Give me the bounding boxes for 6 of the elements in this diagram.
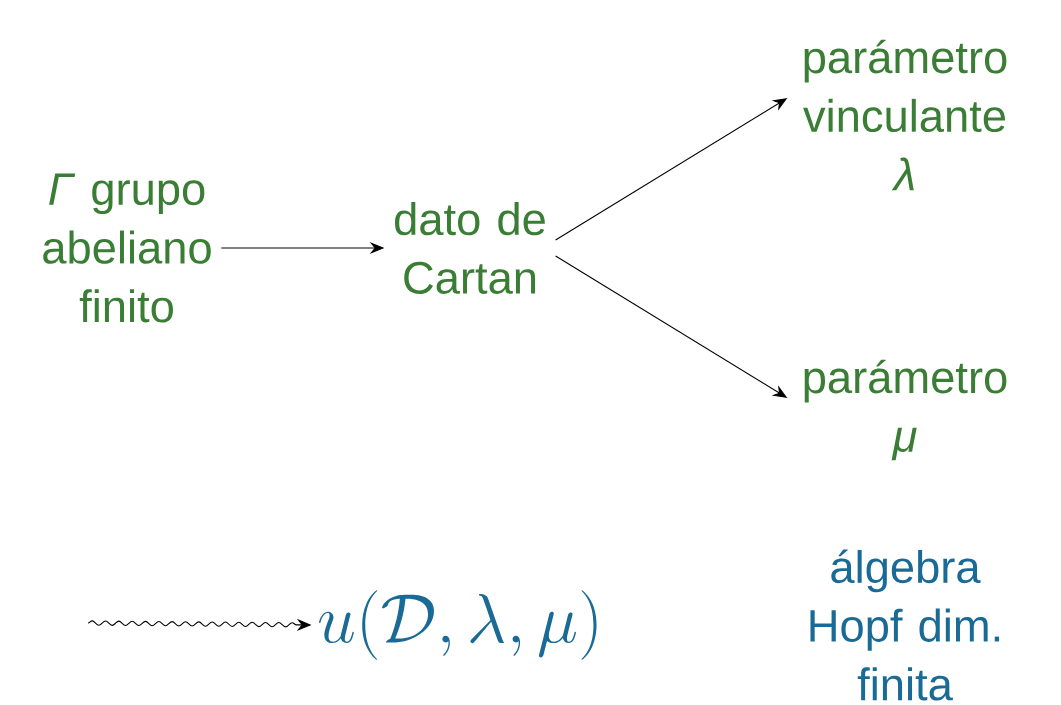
text-label: parámetro vinculante λ <box>803 39 1007 191</box>
text-label: Γ grupo abeliano finito <box>43 173 211 323</box>
text-label: álgebra Hopf dim. finita <box>810 549 1000 701</box>
formula-label: $u(\mathcal{D}, \lambda, \mu)$ <box>319 590 597 660</box>
text-label: dato de Cartan <box>395 202 545 294</box>
text-label: parámetro μ <box>804 359 1007 461</box>
